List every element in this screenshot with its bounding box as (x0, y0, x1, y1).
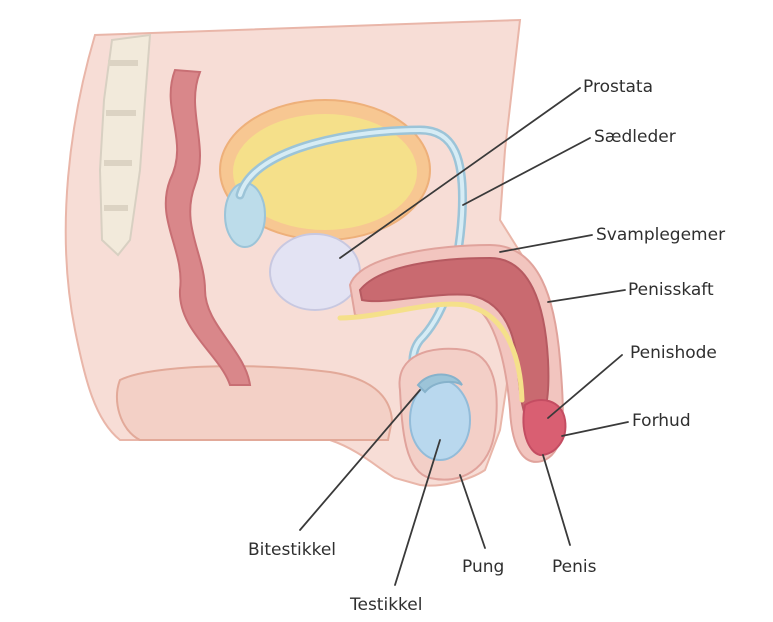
label-penis: Penis (552, 557, 597, 577)
label-penishode: Penishode (630, 343, 717, 363)
label-saedleder: Sædleder (594, 127, 676, 147)
label-testikkel: Testikkel (349, 595, 422, 615)
label-prostata: Prostata (583, 77, 653, 97)
label-pung: Pung (462, 557, 504, 577)
label-forhud: Forhud (632, 411, 691, 431)
prostate (270, 234, 360, 310)
label-penisskaft: Penisskaft (628, 280, 714, 300)
label-svamplegemer: Svamplegemer (596, 225, 725, 245)
buttock (117, 366, 392, 440)
label-bitestikkel: Bitestikkel (248, 540, 336, 560)
